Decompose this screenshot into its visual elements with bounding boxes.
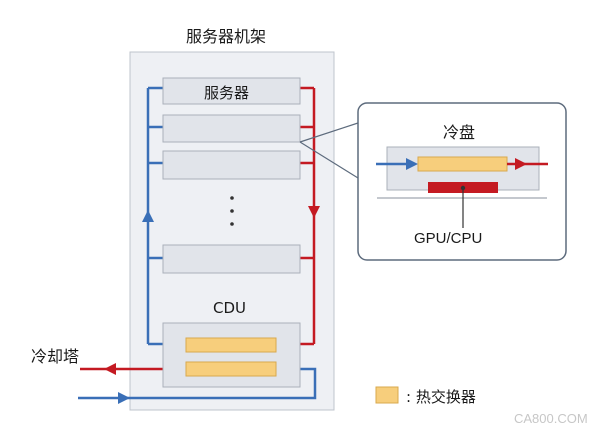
cdu-label: CDU <box>213 299 247 317</box>
legend-label: : 热交换器 <box>406 388 476 406</box>
server-unit <box>162 150 301 180</box>
server-unit <box>162 114 301 143</box>
chip-label: GPU/CPU <box>414 230 483 247</box>
ellipsis-dot <box>230 196 234 200</box>
callout-connector <box>299 122 359 179</box>
watermark: CA800.COM <box>514 411 588 426</box>
rack-title: 服务器机架 <box>186 27 267 46</box>
hot-flow-arrow <box>308 206 320 218</box>
legend-swatch <box>375 386 399 404</box>
cdu-box <box>162 322 301 388</box>
heat-exchanger <box>185 337 277 353</box>
ellipsis-dot <box>230 209 234 213</box>
ellipsis-dot <box>230 222 234 226</box>
inlet-arrow <box>118 392 130 404</box>
chip-leader-dot <box>460 185 466 191</box>
server-unit <box>162 77 301 105</box>
outlet-arrow <box>104 363 116 375</box>
cold-plate-exchanger <box>417 156 508 172</box>
cold-plate-outlet-arrow <box>515 158 527 170</box>
cooling-tower-label: 冷却塔 <box>31 347 80 366</box>
cold-flow-arrow <box>142 210 154 222</box>
cold-plate-inlet-arrow <box>406 158 418 170</box>
heat-exchanger <box>185 361 277 377</box>
server-label: 服务器 <box>204 84 250 102</box>
server-unit <box>162 244 301 274</box>
cold-plate-title: 冷盘 <box>443 123 476 142</box>
